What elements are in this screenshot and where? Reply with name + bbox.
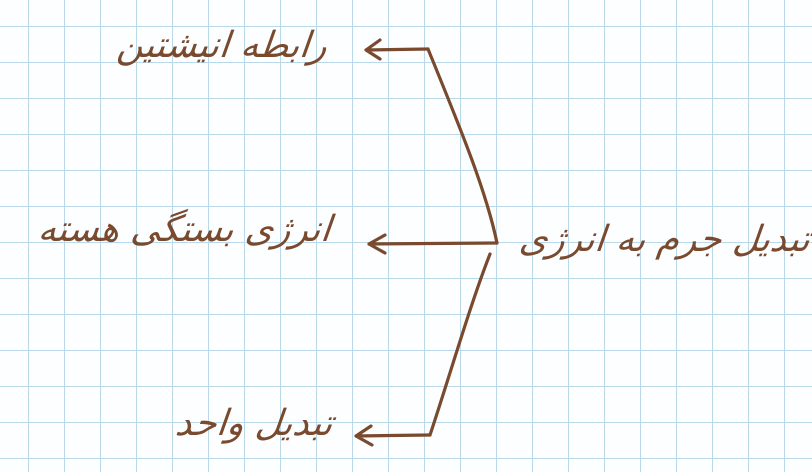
arrow-middle <box>367 233 499 255</box>
arrow-top <box>364 38 430 61</box>
branch-einstein-relation: رابطه انیشتین <box>114 25 330 66</box>
branch-unit-conversion: تبدیل واحد <box>173 403 335 444</box>
connector-upper <box>426 47 499 245</box>
main-topic-label: تبدیل جرم به انرژی <box>517 219 812 260</box>
arrow-bottom <box>354 424 432 447</box>
branch-nuclear-binding-energy: انرژی بستگی هسته <box>36 209 333 250</box>
connector-lower <box>428 252 492 437</box>
